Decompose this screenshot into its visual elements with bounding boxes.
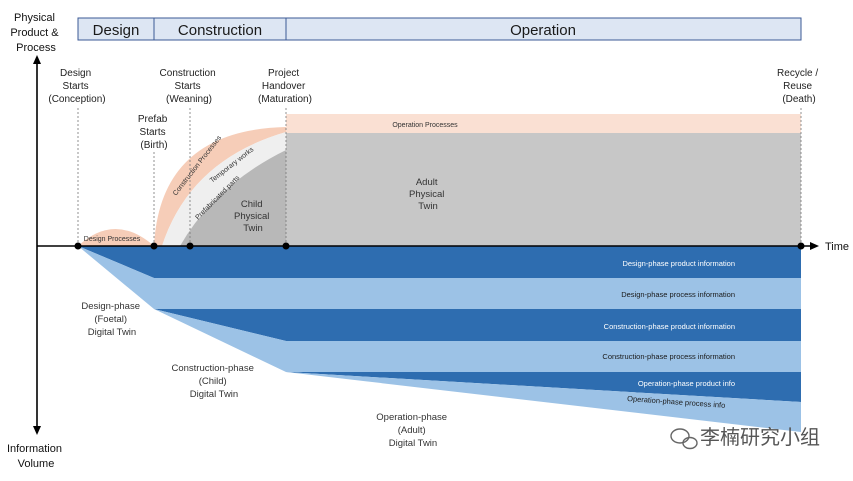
phase-header: Design Construction Operation — [77, 17, 802, 41]
recycle-dot — [797, 242, 805, 250]
design-processes-area — [78, 229, 154, 246]
y-axis-top-arrow — [33, 55, 41, 64]
watermark: 李楠研究小组 — [670, 426, 820, 450]
time-axis-label: Time — [825, 241, 849, 253]
information-area: Design-phase product information Design-… — [78, 246, 801, 449]
operation-processes-label: Operation Processes — [392, 122, 458, 129]
band-design-product-label: Design-phase product information — [622, 259, 735, 268]
adult-digital-twin-label: Operation-phase (Adult) Digital Twin — [376, 412, 449, 449]
band-operation-process — [286, 372, 801, 432]
recycle-label: Recycle / Reuse (Death) — [777, 68, 821, 105]
construction-starts-label: Construction Starts (Weaning) — [160, 68, 219, 105]
band-construction-product — [154, 309, 801, 341]
phase-design-label: Design — [93, 22, 140, 39]
prefabricated-parts-area — [180, 150, 286, 246]
project-handover-label: Project Handover (Maturation) — [258, 68, 312, 105]
band-design-product — [78, 246, 801, 278]
band-design-process-label: Design-phase process information — [621, 290, 735, 299]
design-processes-label: Design Processes — [84, 236, 141, 243]
design-starts-label: Design Starts (Conception) — [48, 68, 105, 105]
band-operation-product-label: Operation-phase product info — [638, 379, 735, 388]
y-axis-bottom-label: Information Volume — [7, 443, 65, 470]
child-digital-twin-label: Construction-phase (Child) Digital Twin — [171, 363, 256, 400]
y-axis-top-label: Physical Product & Process — [10, 12, 61, 54]
adult-physical-twin-area — [286, 132, 801, 246]
watermark-text: 李楠研究小组 — [700, 426, 820, 449]
temporary-works-area — [162, 132, 286, 246]
child-physical-twin-label: Child Physical Twin — [234, 199, 272, 234]
band-design-process — [78, 246, 801, 309]
prefab-starts-dot — [150, 242, 158, 250]
axes — [33, 55, 819, 435]
adult-physical-twin-label: Adult Physical Twin — [409, 177, 447, 212]
construction-processes-area — [154, 127, 286, 246]
band-construction-process-label: Construction-phase process information — [602, 352, 735, 361]
handover-dot — [282, 242, 290, 250]
y-axis-bottom-arrow — [33, 426, 41, 435]
physical-area: Operation Processes Design Processes Con… — [78, 114, 801, 246]
phase-operation-label: Operation — [510, 22, 576, 39]
phase-construction-label: Construction — [178, 22, 262, 39]
band-construction-product-label: Construction-phase product information — [604, 322, 735, 331]
milestone-dots — [74, 242, 805, 250]
wechat-icon — [670, 428, 698, 450]
band-construction-process — [154, 309, 801, 372]
prefab-starts-label: Prefab Starts (Birth) — [138, 114, 170, 151]
construction-starts-dot — [186, 242, 194, 250]
phase-operation-box — [285, 17, 802, 41]
foetal-digital-twin-label: Design-phase (Foetal) Digital Twin — [81, 301, 142, 338]
milestone-guides — [77, 108, 802, 246]
time-axis-arrow — [810, 242, 819, 250]
design-starts-dot — [74, 242, 82, 250]
operation-processes-band — [286, 114, 801, 133]
